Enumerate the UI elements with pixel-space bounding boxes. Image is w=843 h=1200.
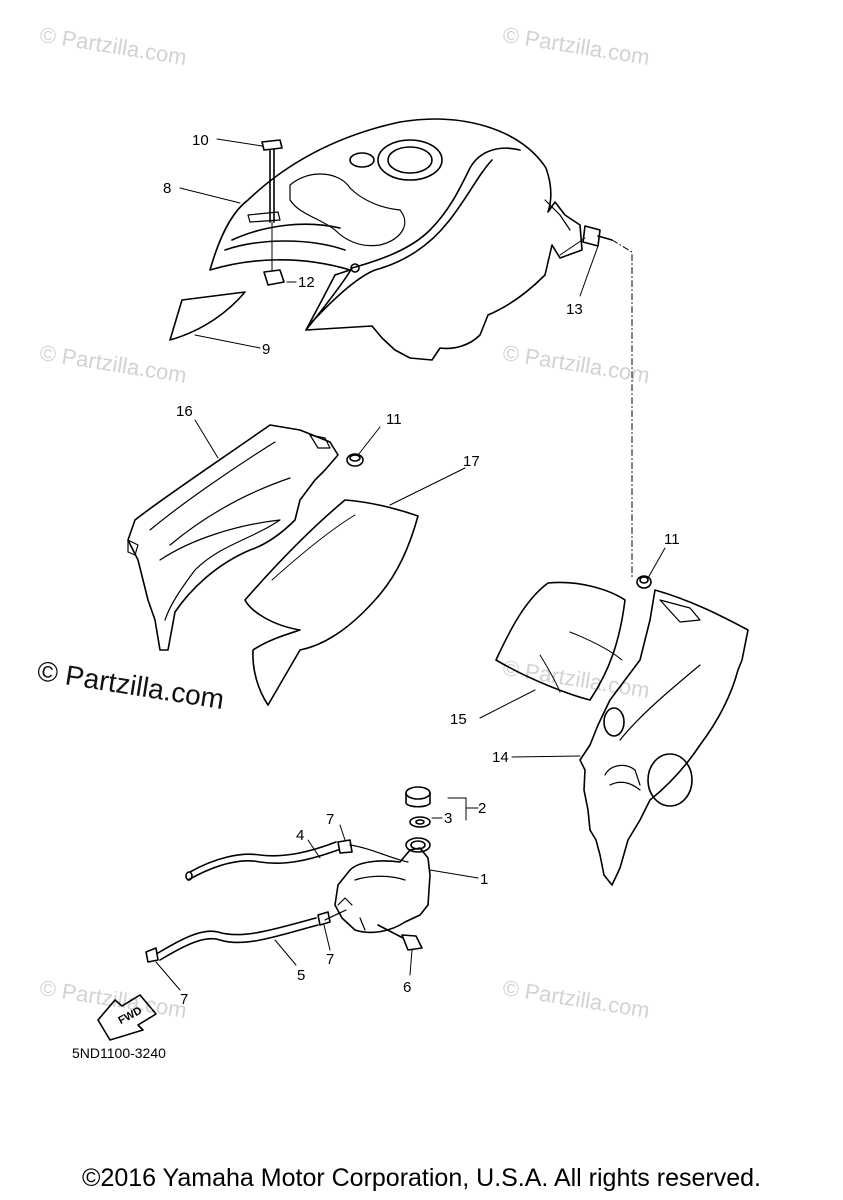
callout-5: 5 xyxy=(297,967,305,984)
side-panel-right xyxy=(495,581,626,701)
reservoir-tank xyxy=(334,837,431,934)
grommet xyxy=(636,575,652,589)
grommet xyxy=(346,453,364,467)
callout-8: 8 xyxy=(163,180,171,197)
side-cover-right xyxy=(579,589,749,886)
hose-upper xyxy=(185,841,409,881)
callout-2: 2 xyxy=(478,800,486,817)
callout-1: 1 xyxy=(480,871,488,888)
hose-clip xyxy=(145,947,159,963)
copyright-notice: ©2016 Yamaha Motor Corporation, U.S.A. A… xyxy=(82,1164,761,1192)
callout-7: 7 xyxy=(326,951,334,968)
callout-12: 12 xyxy=(298,274,315,291)
callout-6: 6 xyxy=(403,979,411,996)
callout-13: 13 xyxy=(566,301,583,318)
callout-11-upper: 11 xyxy=(386,411,402,428)
leader-lines xyxy=(155,138,666,991)
reservoir-cap xyxy=(405,786,431,808)
pad xyxy=(169,291,246,341)
hose-lower xyxy=(157,909,347,961)
assembly-line xyxy=(611,239,633,579)
callout-17: 17 xyxy=(463,453,480,470)
callout-7: 7 xyxy=(326,811,334,828)
fwd-arrow: FWD xyxy=(97,994,157,1041)
callout-14: 14 xyxy=(492,749,509,766)
callout-16: 16 xyxy=(176,403,193,420)
side-cover-left xyxy=(127,424,339,651)
hose-clip xyxy=(337,839,353,854)
callout-7: 7 xyxy=(180,991,188,1008)
callout-9: 9 xyxy=(262,341,270,358)
screw xyxy=(261,139,283,223)
side-panel-left xyxy=(244,499,419,706)
reservoir-bolt xyxy=(377,924,423,951)
bolt xyxy=(559,225,613,256)
gasket xyxy=(409,816,431,828)
diagram-code: 5ND1100-3240 xyxy=(72,1045,166,1061)
callout-3: 3 xyxy=(444,810,452,827)
callout-10: 10 xyxy=(192,132,209,149)
callout-15: 15 xyxy=(450,711,467,728)
callout-4: 4 xyxy=(296,827,304,844)
hose-clip xyxy=(317,911,331,926)
callout-11-lower: 11 xyxy=(664,531,680,548)
tank-cover xyxy=(209,118,583,361)
nut xyxy=(263,221,285,286)
